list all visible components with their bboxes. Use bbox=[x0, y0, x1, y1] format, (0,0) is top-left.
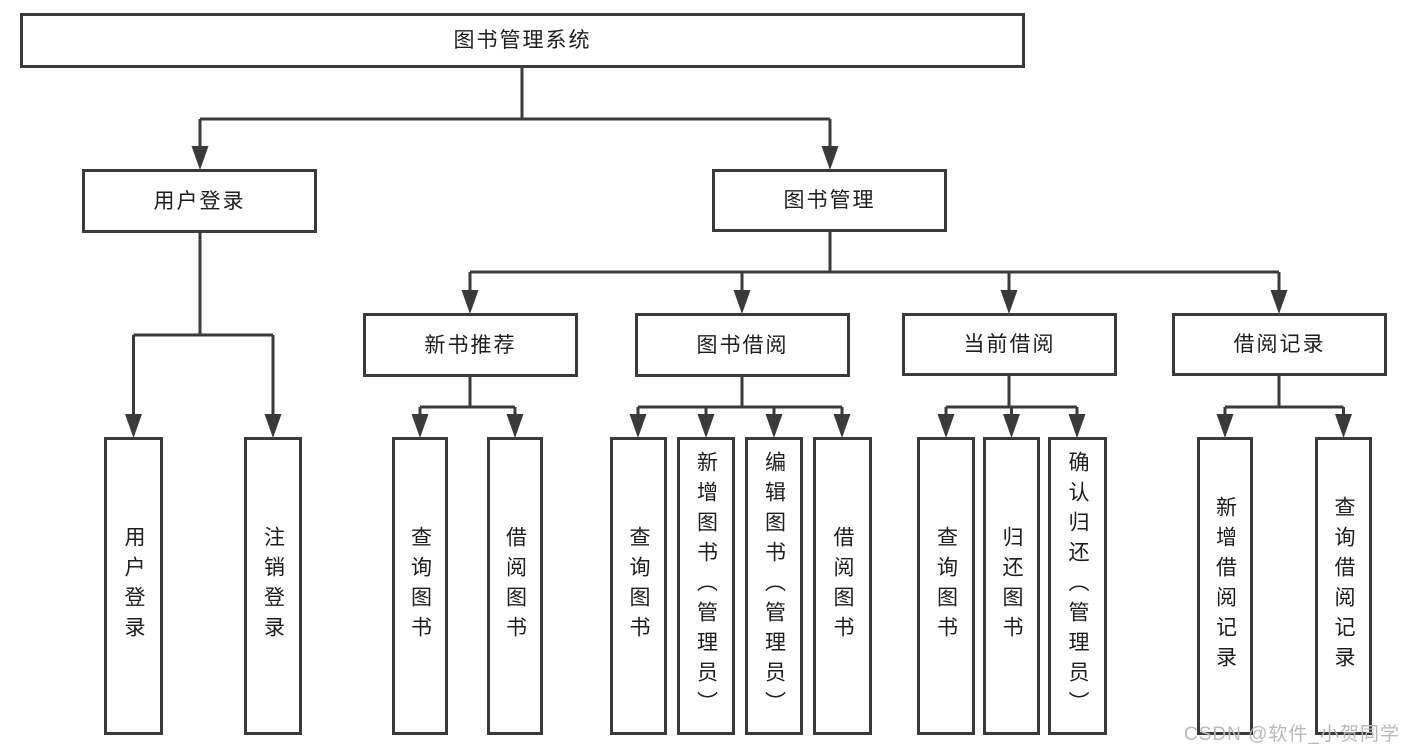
leaf-add-book-admin: 新增图书（管理员） bbox=[677, 437, 735, 735]
leaf-return-book: 归还图书 bbox=[983, 437, 1040, 735]
leaf-borrow-book: 借阅图书 bbox=[813, 437, 872, 735]
leaf-add-borrow-record: 新增借阅记录 bbox=[1197, 437, 1253, 735]
node-book-management: 图书管理 bbox=[712, 169, 947, 232]
leaf-current-query-book: 查询图书 bbox=[917, 437, 975, 735]
node-root: 图书管理系统 bbox=[20, 13, 1025, 68]
leaf-user-login: 用户登录 bbox=[104, 437, 163, 735]
leaf-edit-book-admin: 编辑图书（管理员） bbox=[745, 437, 803, 735]
node-book-borrow: 图书借阅 bbox=[635, 313, 850, 377]
leaf-logout: 注销登录 bbox=[244, 437, 302, 735]
node-current-borrow: 当前借阅 bbox=[902, 313, 1117, 376]
leaf-newrec-borrow-book: 借阅图书 bbox=[487, 437, 543, 735]
leaf-newrec-query-book: 查询图书 bbox=[392, 437, 448, 735]
leaf-query-borrow-record: 查询借阅记录 bbox=[1315, 437, 1372, 735]
node-user-login: 用户登录 bbox=[82, 169, 317, 233]
node-new-book-recommend: 新书推荐 bbox=[363, 313, 578, 377]
node-borrow-records: 借阅记录 bbox=[1172, 313, 1387, 376]
leaf-borrow-query-book: 查询图书 bbox=[610, 437, 667, 735]
csdn-watermark: CSDN @软件_小贺同学 bbox=[1184, 724, 1400, 745]
leaf-confirm-return-admin: 确认归还（管理员） bbox=[1048, 437, 1107, 735]
